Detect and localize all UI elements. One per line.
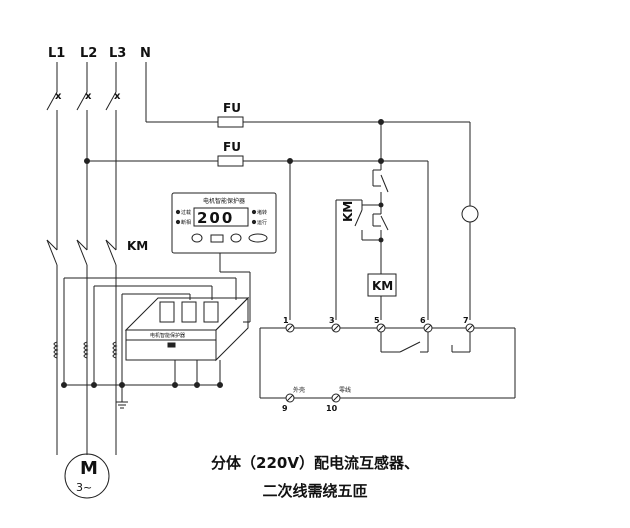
phase-lines-top [56, 62, 117, 92]
fuse-l2 [217, 155, 244, 167]
protector-label-overload: 过载 [181, 209, 191, 216]
caption-line-1: 分体（220V）配电流互感器、 [211, 454, 419, 472]
breaker-mark-l3: x [114, 91, 121, 102]
terminal-number-3: 3 [329, 316, 335, 325]
control-verticals [289, 122, 429, 320]
phase-label-n: N [140, 46, 151, 61]
junction-dot [172, 382, 178, 388]
caption-line-2: 二次线需绕五匝 [262, 482, 368, 500]
panel-cable [219, 253, 251, 323]
protector-panel [171, 192, 277, 254]
fuse-label-n: FU [223, 101, 241, 115]
junction-dot [194, 382, 200, 388]
protector-label-stall: 堵转 [257, 209, 267, 216]
km-aux-label: KM [341, 201, 355, 222]
main-contactor [46, 239, 117, 455]
fuse-label-l2: FU [223, 140, 241, 154]
motor-label: M [80, 458, 98, 479]
terminal-5 [376, 323, 386, 333]
protector-label-run: 运行 [257, 219, 267, 226]
junction-dot [217, 382, 223, 388]
km-coil [367, 273, 397, 297]
main-contactor-label: KM [127, 239, 148, 253]
terminal-number-6: 6 [420, 316, 426, 325]
junction-dot [61, 382, 67, 388]
relay-contact-5-6 [380, 332, 429, 353]
phase-label-l3: L3 [109, 46, 126, 61]
breaker-mark-l2: x [85, 91, 92, 102]
protector-label-phase-loss: 断相 [181, 219, 191, 226]
terminal-9 [285, 393, 295, 403]
junction-dot [84, 158, 90, 164]
main-breaker-switches [46, 91, 117, 250]
km-aux-contact [354, 204, 384, 243]
terminal-7 [465, 323, 475, 333]
relay-contact-7 [451, 332, 471, 353]
breaker-mark-l1: x [55, 91, 62, 102]
terminal-label-9: 外壳 [293, 386, 305, 394]
protector-title: 电机智能保护器 [203, 197, 245, 205]
motor [64, 453, 110, 499]
terminal-3 [331, 323, 341, 333]
neutral-line [145, 62, 471, 206]
junction-dot [91, 382, 97, 388]
terminal-number-7: 7 [463, 316, 469, 325]
ct-wires [63, 277, 237, 385]
phase-label-l1: L1 [48, 46, 65, 61]
stop-switch [372, 169, 389, 208]
terminal-number-5: 5 [374, 316, 380, 325]
terminal-6 [423, 323, 433, 333]
fuse-n [217, 116, 244, 128]
protector-unit [124, 296, 250, 362]
terminal-label-10: 零线 [339, 386, 351, 394]
km-coil-label: KM [372, 279, 393, 293]
phase-label-l2: L2 [80, 46, 97, 61]
current-transformers [53, 341, 118, 359]
terminal-number-9: 9 [282, 404, 288, 413]
terminal-number-1: 1 [283, 316, 289, 325]
start-switch [372, 205, 389, 274]
junction-dot [119, 382, 125, 388]
protector-unit-title: 电机智能保护器 [150, 332, 185, 339]
terminal-10 [331, 393, 341, 403]
terminal-3-wire [335, 199, 363, 320]
motor-phase-label: 3~ [76, 481, 92, 494]
indicator-lamp [461, 205, 479, 223]
protector-display: 200 [197, 209, 234, 227]
terminal-1 [285, 323, 295, 333]
terminal-number-10: 10 [326, 404, 338, 413]
